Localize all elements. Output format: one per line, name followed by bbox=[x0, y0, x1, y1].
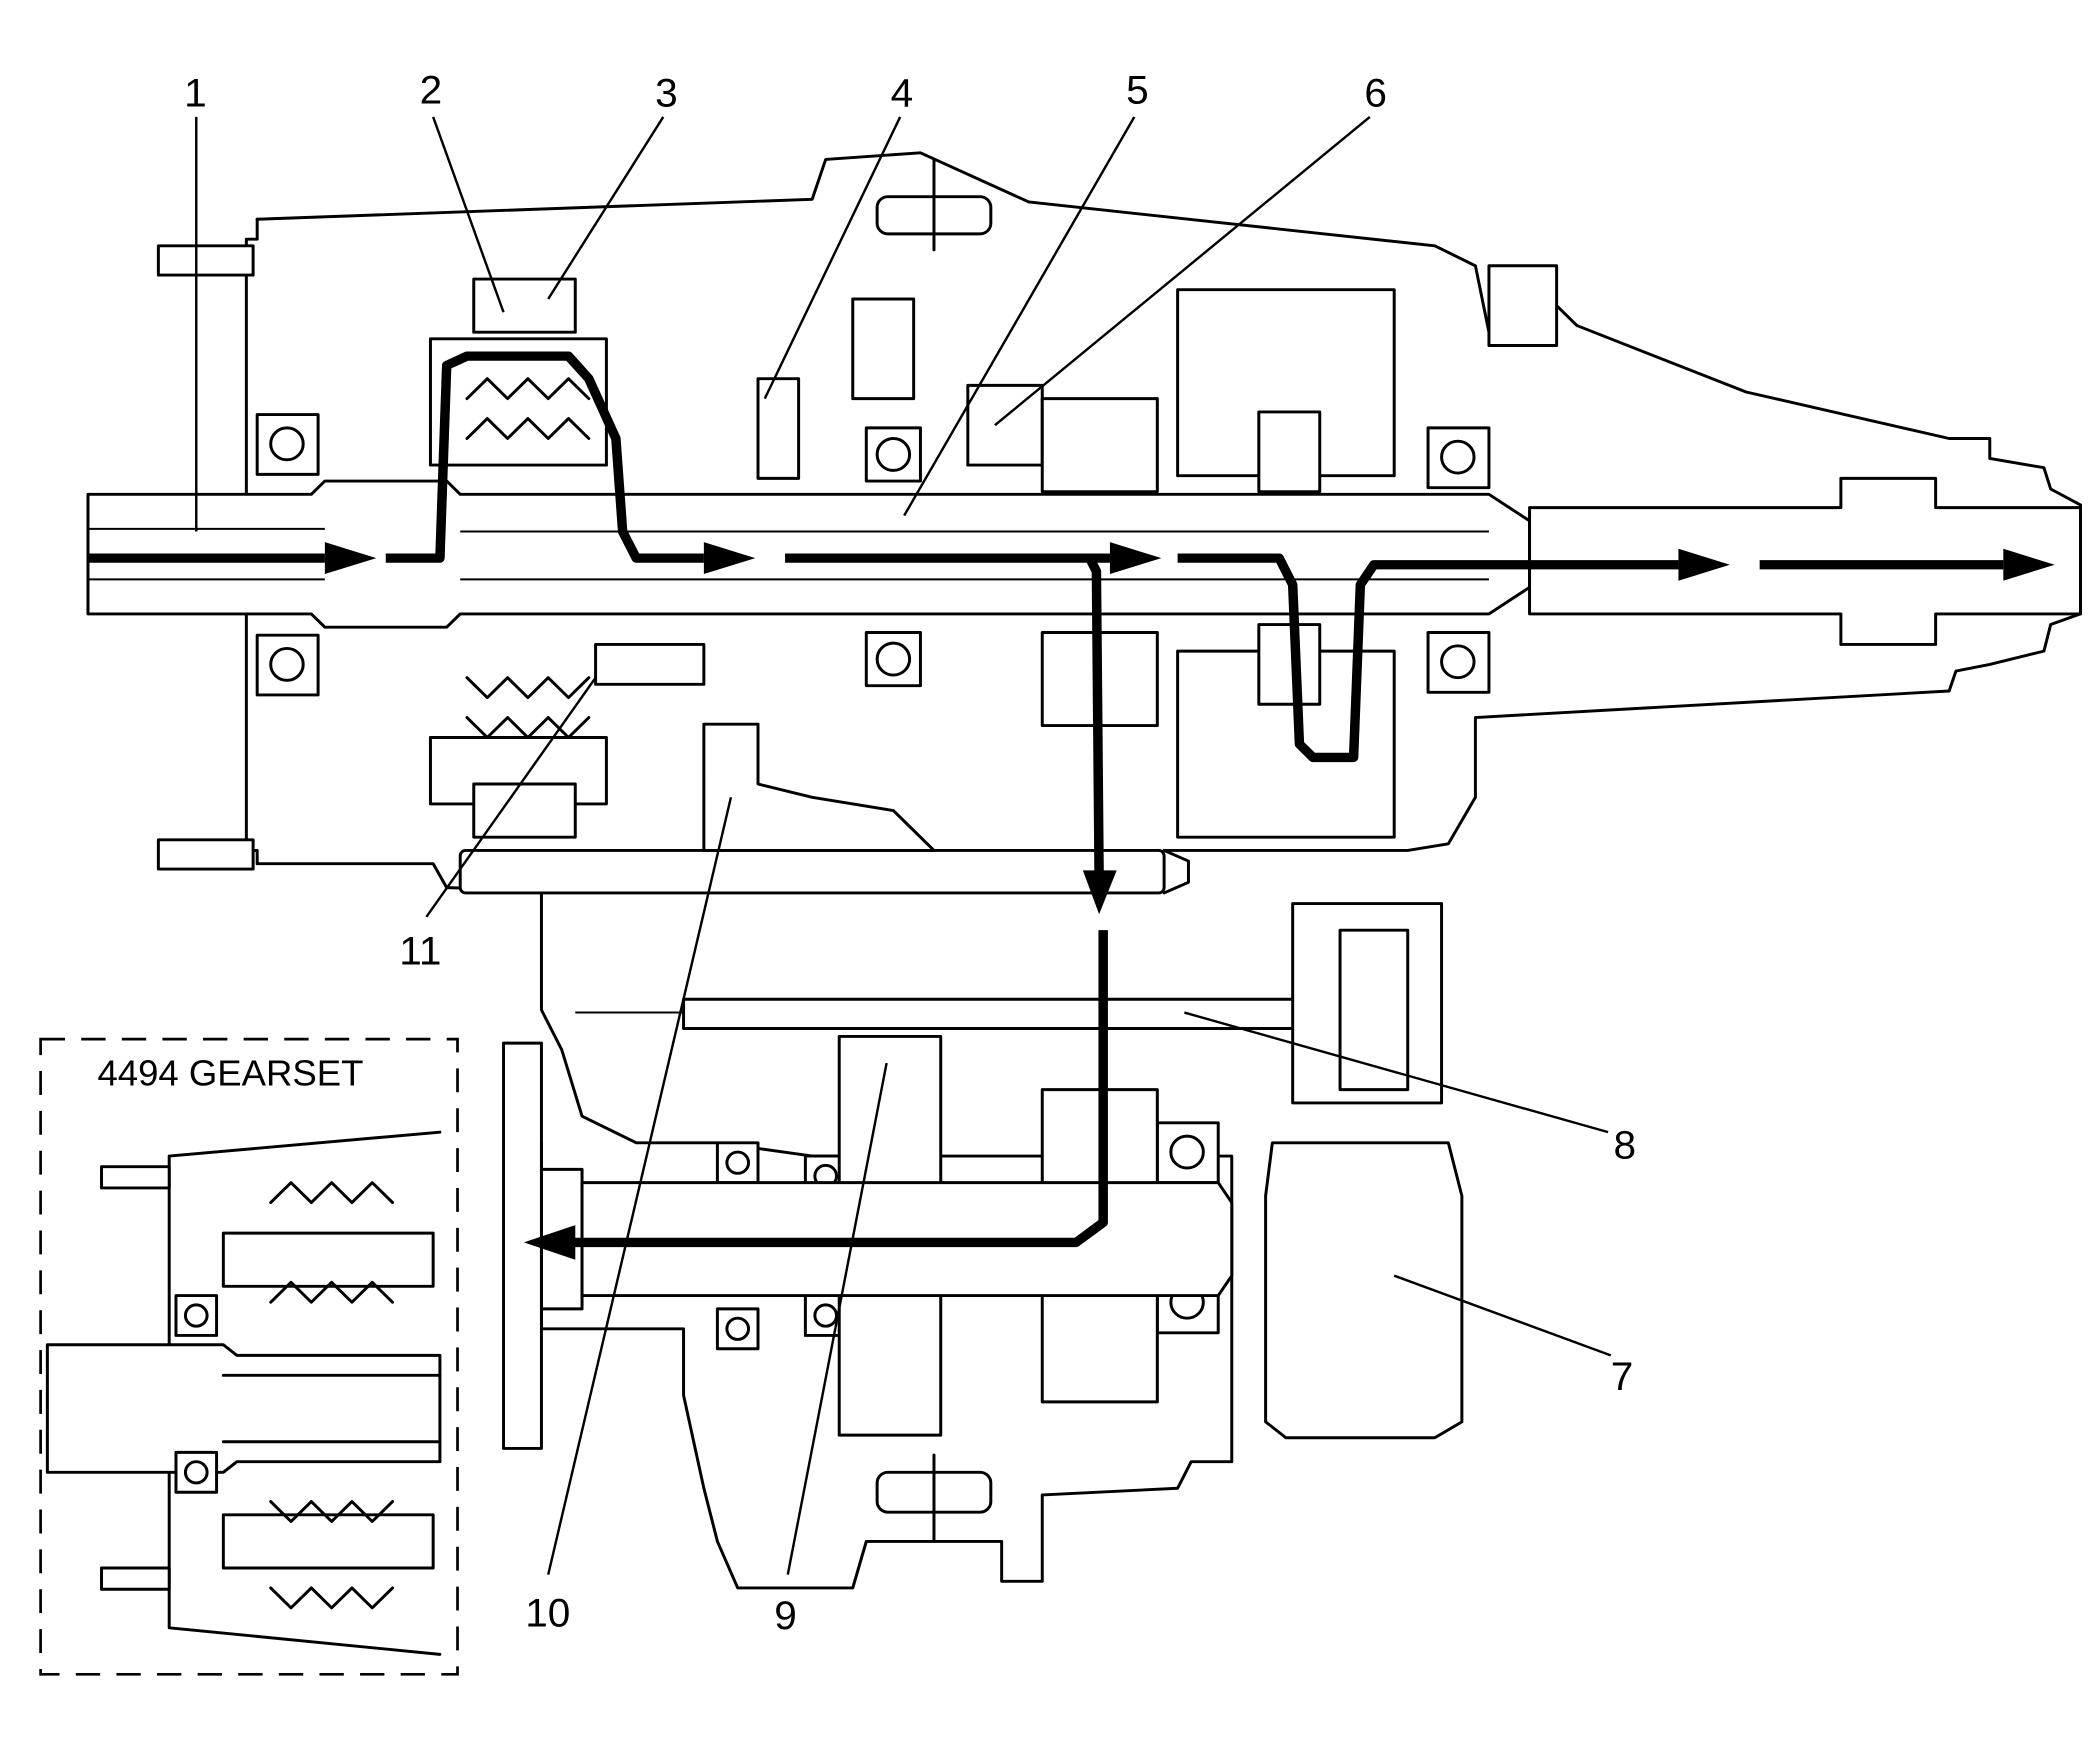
left-stud-top bbox=[156, 244, 255, 277]
range-sleeve-upper bbox=[851, 297, 916, 401]
inset-input-shaft bbox=[45, 1343, 442, 1474]
inset-dashed-border bbox=[39, 1037, 459, 1676]
bearings bbox=[255, 413, 1491, 1351]
sun-gear-hub bbox=[594, 643, 706, 686]
callout-8: 8 bbox=[1613, 1123, 1636, 1168]
mode-shift-rail bbox=[682, 997, 1335, 1030]
rear-seal-housing bbox=[1487, 264, 1559, 347]
ring-gear-upper bbox=[472, 277, 577, 334]
callout-10: 10 bbox=[525, 1591, 570, 1636]
flow-arrow-2 bbox=[703, 542, 756, 575]
callout-4: 4 bbox=[891, 71, 914, 116]
shift-rail bbox=[458, 848, 1166, 895]
left-stud-bottom bbox=[156, 838, 255, 871]
callout-11: 11 bbox=[399, 929, 441, 974]
power-flow-path bbox=[87, 351, 2055, 1260]
leader-lines bbox=[195, 116, 1612, 1575]
shift-motor-gear bbox=[1338, 928, 1410, 1092]
callout-5: 5 bbox=[1126, 68, 1149, 113]
shift-fork-body bbox=[702, 722, 936, 852]
ring-gear-lower bbox=[472, 782, 577, 839]
inset-title: 4494 GEARSET bbox=[97, 1053, 363, 1094]
inset-carrier-upper bbox=[221, 1231, 435, 1288]
flow-arrow-7 bbox=[523, 1225, 576, 1260]
drive-sprocket-hub bbox=[966, 383, 1044, 467]
callout-3: 3 bbox=[655, 71, 678, 116]
range-shift-fork bbox=[756, 377, 801, 480]
power-flow-line-rear bbox=[87, 351, 2004, 763]
callout-1: 1 bbox=[184, 71, 207, 116]
flow-arrow-6 bbox=[1082, 870, 1117, 915]
callout-2: 2 bbox=[420, 68, 443, 113]
flow-arrow-5 bbox=[2003, 548, 2055, 581]
inset-carrier-lower bbox=[221, 1513, 435, 1570]
mode-collar-upper bbox=[1257, 410, 1322, 494]
flow-arrow-1 bbox=[324, 542, 377, 575]
transfer-case-housing bbox=[156, 151, 2082, 1590]
power-flow-line-front bbox=[568, 556, 1108, 1248]
mode-collar-lower bbox=[1257, 623, 1322, 706]
callout-labels: 1 2 3 4 5 6 7 8 9 10 11 bbox=[184, 68, 1636, 1638]
inset-4494-gearset: 4494 GEARSET bbox=[39, 1037, 459, 1676]
callout-7: 7 bbox=[1611, 1354, 1634, 1399]
flow-arrow-4 bbox=[1678, 548, 1730, 581]
callout-6: 6 bbox=[1364, 71, 1387, 116]
callout-9: 9 bbox=[774, 1593, 797, 1638]
drive-sprocket bbox=[1040, 397, 1159, 494]
front-output-bearing-retainer-lower bbox=[1040, 1294, 1159, 1404]
shift-motor-encoder bbox=[1264, 1141, 1464, 1440]
flow-arrow-3 bbox=[1109, 542, 1162, 575]
